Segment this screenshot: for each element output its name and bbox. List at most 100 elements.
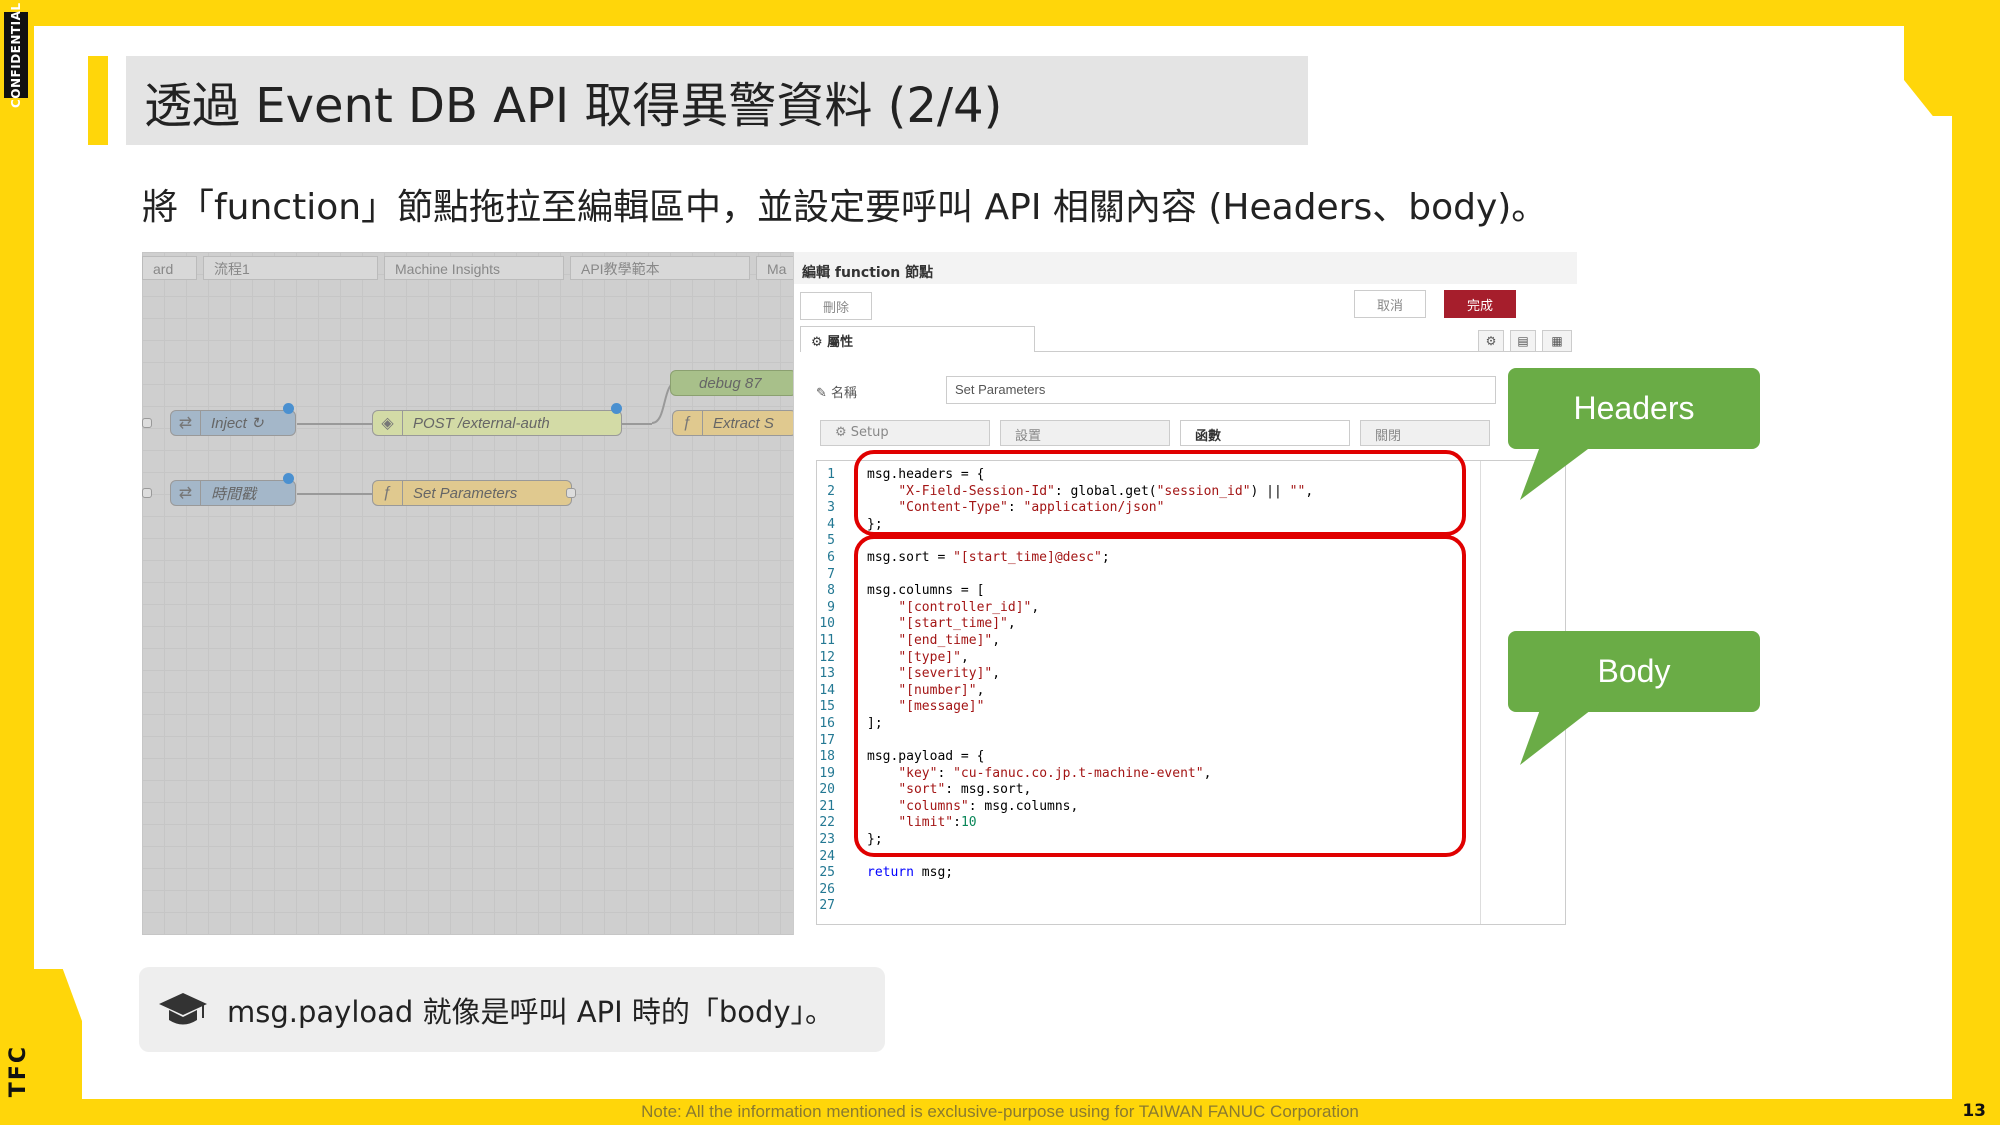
flow-tab[interactable]: Ma	[756, 256, 796, 280]
gear-icon[interactable]: ⚙	[1478, 330, 1504, 352]
brand-logo: TFC	[6, 1044, 31, 1097]
code-text: msg.columns = [	[867, 583, 985, 599]
headers-callout: Headers	[1508, 368, 1760, 449]
node-label: 時間戳	[211, 485, 257, 503]
http-request-node[interactable]: ◈ POST /external-auth	[372, 403, 622, 436]
code-line: 27	[817, 898, 1313, 915]
code-line: 24	[817, 849, 1313, 866]
node-port[interactable]	[142, 488, 152, 498]
changed-indicator	[611, 403, 622, 414]
note-box: msg.payload 就像是呼叫 API 時的「body」。	[139, 967, 885, 1052]
code-text: "key": "cu-fanuc.co.jp.t-machine-event",	[898, 765, 1212, 781]
code-line: 17	[817, 733, 1313, 750]
footer-note: Note: All the information mentioned is e…	[641, 1102, 1359, 1121]
line-number: 20	[819, 782, 835, 798]
graduation-cap-icon	[159, 993, 207, 1025]
document-icon[interactable]: ▤	[1510, 330, 1536, 352]
name-input[interactable]: Set Parameters	[946, 376, 1496, 404]
node-port[interactable]	[566, 488, 576, 498]
node-label: POST /external-auth	[413, 414, 550, 432]
cancel-button[interactable]: 取消	[1354, 290, 1426, 318]
delete-button[interactable]: 刪除	[800, 292, 872, 320]
wire	[622, 423, 652, 425]
line-number: 12	[819, 649, 835, 665]
corner-decoration	[1904, 26, 1952, 116]
note-text: msg.payload 就像是呼叫 API 時的「body」。	[227, 994, 835, 1029]
edit-panel-header: 編輯 function 節點	[794, 252, 1577, 284]
code-text: "[number]",	[898, 682, 985, 698]
flow-canvas[interactable]: ard 流程1 Machine Insights API教學範本 Ma debu…	[142, 252, 797, 935]
code-text: "[end_time]",	[898, 632, 1001, 648]
page-title: 透過 Event DB API 取得異警資料 (2/4)	[144, 77, 1003, 134]
headers-highlight	[854, 450, 1466, 536]
inject-icon: ⇄	[171, 411, 201, 435]
code-line: 11 "[end_time]",	[817, 633, 1313, 650]
code-text: "[start_time]",	[898, 616, 1016, 632]
set-parameters-node[interactable]: ƒ Set Parameters	[372, 480, 572, 506]
minimap-divider	[1480, 461, 1481, 924]
node-port[interactable]	[142, 418, 152, 428]
code-line: 5	[817, 533, 1313, 550]
code-line: 15 "[message]"	[817, 699, 1313, 716]
function-icon: ƒ	[373, 481, 403, 505]
flow-tab[interactable]: 流程1	[203, 256, 378, 280]
layout-icon[interactable]: ▦	[1542, 330, 1572, 352]
tab-properties[interactable]: ⚙ 屬性	[800, 326, 1035, 352]
code-line: 14 "[number]",	[817, 683, 1313, 700]
line-number: 25	[819, 865, 835, 881]
code-line: 12 "[type]",	[817, 650, 1313, 667]
flow-tab[interactable]: API教學範本	[570, 256, 750, 280]
line-number: 14	[819, 682, 835, 698]
done-button[interactable]: 完成	[1444, 290, 1516, 318]
tab-setup[interactable]: ⚙ Setup	[820, 420, 990, 446]
function-node[interactable]: ƒ Extract S	[672, 410, 797, 436]
line-number: 4	[827, 516, 835, 532]
line-number: 11	[819, 632, 835, 648]
node-label: Extract S	[713, 414, 774, 432]
code-line: 21 "columns": msg.columns,	[817, 799, 1313, 816]
globe-icon: ◈	[373, 411, 403, 435]
line-number: 21	[819, 798, 835, 814]
code-text: "columns": msg.columns,	[898, 798, 1079, 814]
flow-tab[interactable]: Machine Insights	[384, 256, 564, 280]
function-tabs: ⚙ Setup 設置 函數 關閉	[820, 420, 1490, 446]
code-text: msg.payload = {	[867, 749, 985, 765]
code-text: "[message]"	[898, 699, 985, 715]
line-number: 7	[827, 566, 835, 582]
debug-node[interactable]: debug 87	[670, 370, 797, 396]
inject-icon: ⇄	[171, 481, 201, 505]
code-text: "[controller_id]",	[898, 599, 1040, 615]
code-line: 8 msg.columns = [	[817, 583, 1313, 600]
flow-tab[interactable]: ard	[142, 256, 197, 280]
line-number: 16	[819, 715, 835, 731]
name-label: ✎ 名稱	[816, 386, 858, 401]
tab-on-stop[interactable]: 關閉	[1360, 420, 1490, 446]
title-accent-bar	[88, 56, 108, 145]
body-highlight	[854, 535, 1466, 857]
code-text: msg.headers = {	[867, 467, 985, 482]
code-line: 13 "[severity]",	[817, 666, 1313, 683]
code-line: 10 "[start_time]",	[817, 616, 1313, 633]
inject-node[interactable]: ⇄ Inject ↻	[170, 403, 296, 436]
line-number: 3	[827, 500, 835, 516]
corner-decoration	[34, 969, 82, 1099]
function-icon: ƒ	[673, 411, 703, 435]
line-number: 15	[819, 699, 835, 715]
timestamp-node[interactable]: ⇄ 時間戳	[170, 473, 296, 506]
code-line: 3 "Content-Type": "application/json"	[817, 500, 1313, 517]
tab-on-message[interactable]: 函數	[1180, 420, 1350, 446]
line-number: 9	[827, 599, 835, 615]
line-number: 2	[827, 483, 835, 499]
code-line: 22 "limit":10	[817, 815, 1313, 832]
divider	[1035, 351, 1572, 352]
line-number: 24	[819, 848, 835, 864]
line-number: 8	[827, 583, 835, 599]
line-number: 13	[819, 666, 835, 682]
line-number: 10	[819, 616, 835, 632]
code-line: 20 "sort": msg.sort,	[817, 782, 1313, 799]
tab-on-start[interactable]: 設置	[1000, 420, 1170, 446]
subtitle: 將「function」節點拖拉至編輯區中，並設定要呼叫 API 相關內容 (He…	[142, 187, 1548, 228]
